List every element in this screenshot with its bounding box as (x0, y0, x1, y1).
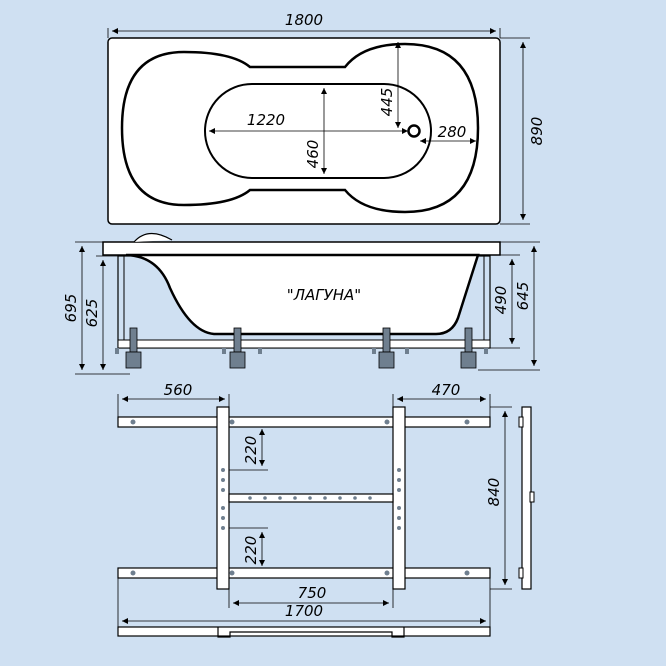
side-rim (102, 241, 501, 256)
frame-holes (130, 419, 470, 576)
dim-spacing-top: 220 (242, 436, 260, 465)
dim-right-offset: 470 (432, 381, 461, 399)
dim-height-right: 645 (514, 282, 532, 311)
dim-frame-length: 1700 (285, 602, 323, 620)
dim-drain-x: 280 (438, 123, 467, 141)
dim-rim-height: 625 (83, 299, 101, 328)
dim-bottom-width: 460 (304, 140, 322, 169)
dim-length: 1800 (285, 11, 323, 29)
dim-drain-y: 445 (378, 88, 396, 117)
dim-width: 890 (528, 117, 546, 146)
frame-rail-top (117, 416, 491, 428)
dim-frame-depth: 840 (485, 478, 503, 507)
dim-bowl-depth: 490 (492, 286, 510, 315)
side-legs (125, 327, 477, 369)
frame-view: 560 470 220 220 750 840 1700 (117, 381, 535, 638)
frame-beam-left (216, 406, 230, 590)
dim-total-height: 695 (62, 294, 80, 323)
frame-rail-bottom (117, 567, 491, 579)
side-frame-bolts (115, 348, 488, 354)
top-view: 1800 890 1220 460 445 280 (107, 11, 546, 225)
frame-beam-right (392, 406, 406, 590)
dim-bottom-length: 1220 (247, 111, 285, 129)
dim-inner-width: 750 (298, 584, 327, 602)
dim-left-offset: 560 (164, 381, 193, 399)
model-name: "ЛАГУНА" (287, 286, 361, 304)
side-view: "ЛАГУНА" 695 625 490 645 (62, 232, 540, 375)
drain-hole (407, 124, 421, 138)
side-bowl (125, 253, 480, 336)
dim-spacing-bottom: 220 (242, 536, 260, 565)
